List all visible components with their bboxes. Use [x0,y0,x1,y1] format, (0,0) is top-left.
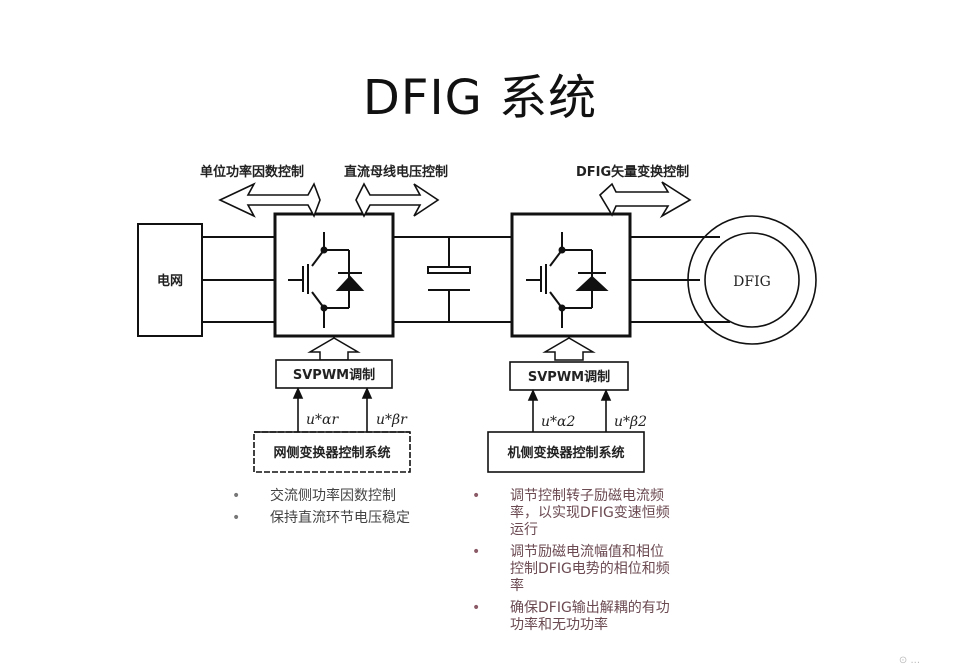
grid-label: 电网 [157,273,183,289]
dc-capacitor [427,237,471,322]
igbt-symbol-left [288,232,365,328]
dfig-label: DFIG [733,274,771,290]
signal-arrow-u-a2 [527,389,539,401]
grid-side-functions-list: 交流侧功率因数控制 保持直流环节电压稳定 [232,488,432,532]
arrow-dfig-vector-control [598,181,692,219]
list-item: 保持直流环节电压稳定 [232,510,432,527]
svpwm-box-right [509,361,629,391]
signal-u-b2: u*β2 [614,414,647,430]
signal-u-br: u*βr [376,412,408,428]
double-arrow-unity-pf [218,182,321,218]
svpwm-label-right: SVPWM调制 [528,369,610,385]
list-item: 调节控制转子励磁电流频率，以实现DFIG变速恒频运行 [472,488,672,539]
machine-side-converter [510,212,632,338]
list-item: 确保DFIG输出解耦的有功功率和无功功率 [472,600,672,634]
signal-arrow-u-ar [292,387,304,399]
page-title: DFIG 系统 [362,70,598,126]
label-unity-pf-control: 单位功率因数控制 [200,164,304,180]
grid-side-controller-label: 网侧变换器控制系统 [273,445,390,461]
list-item: 调节励磁电流幅值和相位控制DFIG电势的相位和频率 [472,544,672,595]
igbt-symbol-right [526,232,609,328]
svpwm-label-left: SVPWM调制 [293,367,375,383]
label-dfig-vector-control: DFIG矢量变换控制 [576,164,689,180]
signal-u-a2: u*α2 [541,414,575,430]
machine-side-functions-list: 调节控制转子励磁电流频率，以实现DFIG变速恒频运行 调节励磁电流幅值和相位控制… [472,488,672,639]
grid-side-converter [273,212,395,338]
up-arrow-left [307,337,361,361]
signal-arrow-u-b2 [600,389,612,401]
double-arrow-dc-bus [355,182,440,218]
up-arrow-right [542,337,596,361]
grid-side-controller-box [253,431,411,473]
list-item: 交流侧功率因数控制 [232,488,432,505]
machine-side-controller-label: 机侧变换器控制系统 [507,445,624,461]
label-dc-bus-voltage-control: 直流母线电压控制 [344,164,448,180]
watermark: ⊙ ... [898,655,920,666]
dfig-stator-circle [687,215,817,345]
machine-side-controller-box [487,431,645,473]
dfig-rotor-circle [704,232,800,328]
signal-u-ar: u*αr [306,412,339,428]
svpwm-box-left [275,359,393,389]
signal-arrow-u-br [361,387,373,399]
